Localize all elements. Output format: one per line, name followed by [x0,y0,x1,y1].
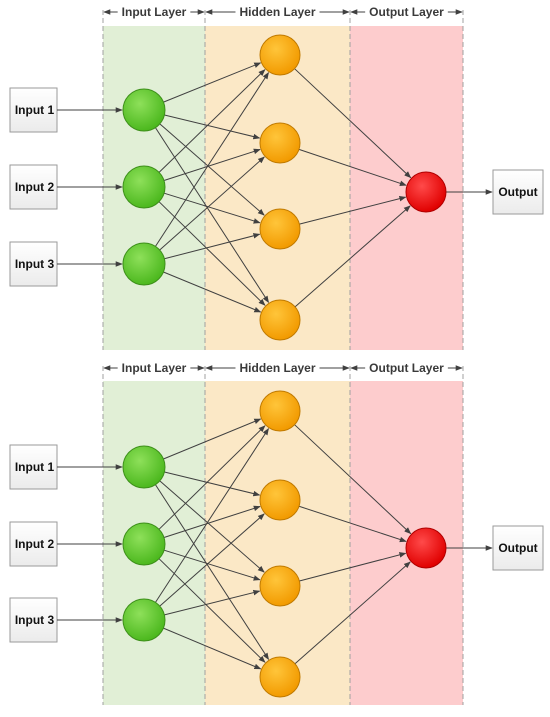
network-diagram-top: Input Layer Hidden Layer Output LayerInput… [9,5,544,350]
output-layer-label: Output Layer [369,5,444,19]
edge-input-2-hidden-1 [158,425,266,530]
edge-input-3-hidden-2 [159,156,265,251]
edge-hidden-3-output [299,552,407,582]
hidden-node-2 [259,122,301,164]
input-node-2 [122,522,166,566]
edge-hidden-3-output [299,195,407,225]
hidden-node-1 [259,390,301,432]
edge-input-3-hidden-1 [155,428,269,603]
edge-input-1-hidden-4 [154,127,270,303]
edge-input-1-hidden-1 [163,418,262,460]
hidden-node-2 [259,479,301,521]
input-3-box [9,597,58,643]
edge-hidden-4-output [294,205,411,308]
input-2-label: Input 2 [15,180,55,194]
edge-hidden-4-output [294,561,411,665]
edge-input-3-hidden-4 [163,627,262,670]
input-1-label: Input 1 [15,460,55,474]
output-label: Output [498,541,537,555]
edge-input-2-hidden-2 [163,505,261,539]
hidden-layer-label: Hidden Layer [239,361,315,375]
input-2-label: Input 2 [15,537,55,551]
hidden-layer-label: Hidden Layer [239,5,315,19]
edge-input-2-hidden-3 [163,192,261,224]
input-node-3 [122,598,166,642]
output-label: Output [498,185,537,199]
output-box [492,525,544,571]
network-diagram-bottom: Input Layer Hidden Layer Output LayerInput… [9,361,544,705]
hidden-node-4 [259,299,301,341]
input-layer-label: Input Layer [122,5,187,19]
edge-input-3-hidden-4 [163,271,262,313]
edge-input-2-hidden-3 [163,549,261,581]
edge-input-1-hidden-2 [164,471,261,497]
edge-input-3-hidden-1 [155,72,269,247]
hidden-node-3 [259,565,301,607]
edge-hidden-2-output [298,148,407,186]
edge-hidden-1-output [294,68,412,179]
edge-input-3-hidden-3 [164,589,261,616]
hidden-layer-band [205,381,350,705]
input-node-3 [122,242,166,286]
input-node-2 [122,165,166,209]
input-1-box [9,87,58,133]
input-3-label: Input 3 [15,613,55,627]
edge-input-1-hidden-2 [164,114,261,140]
edge-input-2-hidden-4 [158,201,266,306]
output-node [405,171,447,213]
edge-hidden-2-output [298,505,407,543]
input-layer-label: Input Layer [122,361,187,375]
edge-input-1-hidden-3 [159,480,265,573]
input-3-box [9,241,58,287]
output-box [492,169,544,215]
edge-input-3-hidden-3 [164,233,261,260]
input-1-label: Input 1 [15,103,55,117]
input-3-label: Input 3 [15,257,55,271]
edge-input-2-hidden-1 [158,69,266,173]
output-layer-label: Output Layer [369,361,444,375]
edge-input-1-hidden-3 [159,123,265,216]
edge-input-2-hidden-4 [158,558,266,663]
input-2-box [9,164,58,210]
edge-hidden-1-output [294,424,412,535]
hidden-node-4 [259,656,301,698]
edge-input-3-hidden-2 [159,513,265,607]
input-node-1 [122,445,166,489]
hidden-node-3 [259,208,301,250]
output-node [405,527,447,569]
edge-input-2-hidden-2 [163,148,261,182]
input-node-1 [122,88,166,132]
hidden-node-1 [259,34,301,76]
input-2-box [9,521,58,567]
edge-input-1-hidden-1 [163,62,262,103]
